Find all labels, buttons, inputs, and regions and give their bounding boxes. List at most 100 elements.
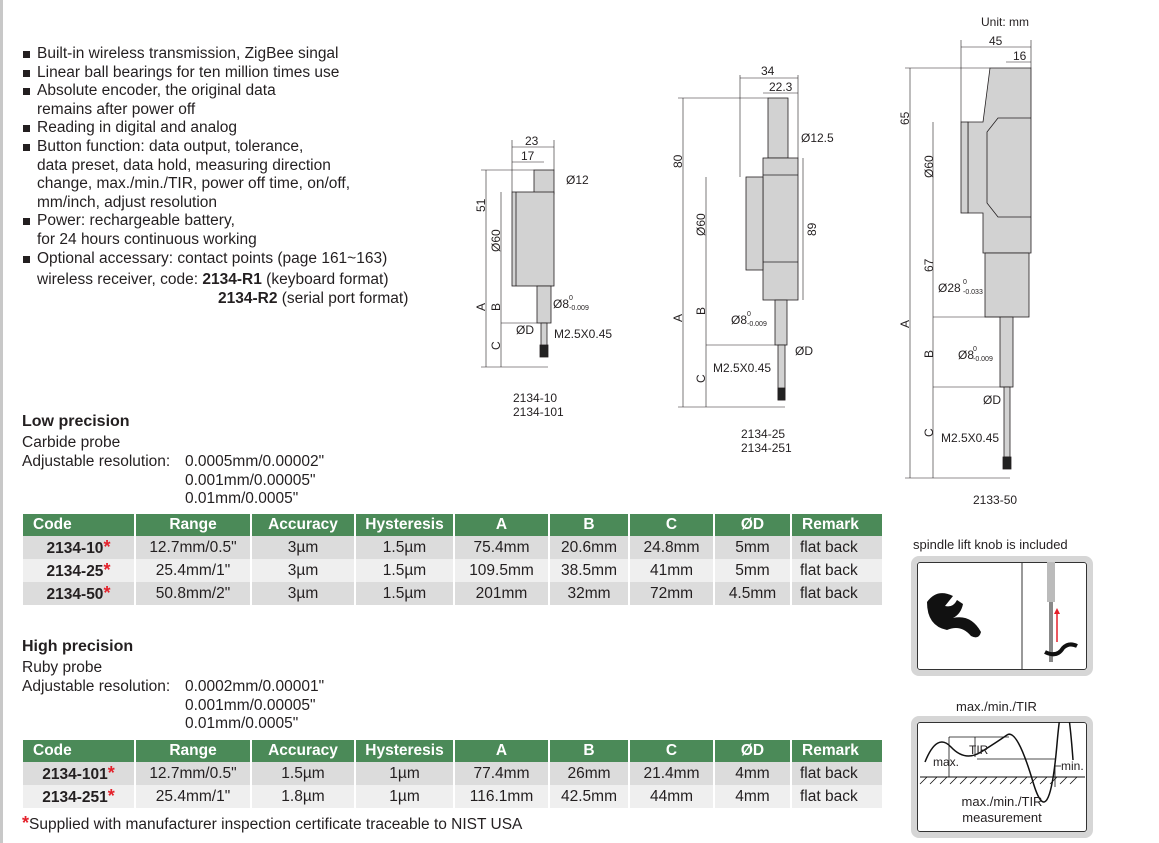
column-header: Accuracy [251,514,356,536]
table-cell: 72mm [629,582,715,605]
table-cell: 44mm [629,785,715,808]
d2-stem-dia: Ø12.5 [801,131,834,145]
res-value: 0.0002mm/0.00001" [185,678,325,695]
column-header: A [454,514,550,536]
unit-label: Unit: mm [981,15,1029,29]
d3-width: 45 [989,34,1003,48]
cell-code: 2134-25* [23,559,136,582]
feature-item: Reading in digital and analog [21,119,387,138]
table-cell: flat back [791,762,884,785]
table-cell: 21.4mm [629,762,715,785]
d3-spindle-dia: Ø8 [958,348,974,362]
feature-item: Power: rechargeable battery, [21,212,387,231]
table-cell: 77.4mm [454,762,550,785]
asterisk: * [103,537,111,557]
cell-code: 2134-251* [23,785,136,808]
wave [924,722,1074,803]
feature-item: Built-in wireless transmission, ZigBee s… [21,45,387,64]
table-cell: 1.5µm [355,536,455,559]
table-cell: 5mm [714,559,792,582]
feature-continuation: change, max./min./TIR, power off time, o… [37,175,351,193]
tir-diagram-box: max. TIR min. max./min./TIR measurement [911,716,1093,838]
code-text: 2134-50 [46,586,104,603]
table-cell: 25.4mm/1" [135,559,252,582]
tir-diagram: max. TIR min. max./min./TIR measurement [919,722,1085,825]
column-header: B [549,740,630,762]
asterisk: * [103,560,111,580]
d3-face-dia: Ø60 [922,155,936,178]
d1-model: 2134-10 [513,391,557,405]
code-text: 2134-25 [46,563,104,580]
d3-height: 65 [898,111,912,125]
d1-b: B [489,303,503,311]
res-value: 0.0005mm/0.00002" [185,453,325,470]
column-header: B [549,514,630,536]
d1-face-dia: Ø60 [489,229,503,252]
tol: 0 [569,295,573,302]
feature-continuation: data preset, data hold, measuring direct… [37,156,331,174]
d2-face-dia: Ø60 [694,213,708,236]
d1-spindle-dia: Ø8 [553,297,569,311]
receiver-label: wireless receiver, code: [37,271,203,288]
column-header: C [629,514,715,536]
dimension-drawings: 23 17 Ø12 51 Ø60 A B C Ø8 0 -0.009 ØD M2… [474,15,1032,507]
table-cell: 32mm [549,582,630,605]
d1-stem-dia: Ø12 [566,173,589,187]
feature-continuation: remains after power off [37,100,196,118]
table-cell: 1.5µm [355,582,455,605]
asterisk: * [107,763,115,783]
tol: 0 [963,279,967,286]
code-text: 2134-251 [42,789,108,806]
d2-a: A [671,314,685,322]
table-cell: 26mm [549,762,630,785]
footnote: *Supplied with manufacturer inspection c… [22,813,522,834]
d1-model: 2134-101 [513,405,564,419]
column-header: Range [135,514,252,536]
table-cell: 1µm [355,762,455,785]
receiver-format-2: (serial port format) [277,290,409,307]
table-cell: flat back [791,582,884,605]
high-precision-title: High precision [22,638,134,655]
res-value: 0.001mm/0.00005" [185,696,316,714]
table-cell: 1.5µm [355,559,455,582]
tol: 0 [973,346,977,353]
asterisk: * [103,583,111,603]
d1-spindle [536,285,552,324]
min-label: min. [1061,759,1084,773]
cell-code: 2134-101* [23,762,136,785]
receiver-code-1: 2134-R1 [202,271,262,288]
table-cell: flat back [791,559,884,582]
feature-item: Linear ball bearings for ten million tim… [21,64,387,83]
cell-code: 2134-10* [23,536,136,559]
d3-a: A [898,320,912,328]
table-cell: 4mm [714,785,792,808]
table-cell: 41mm [629,559,715,582]
receiver-format-1: (keyboard format) [261,271,389,288]
d3-od: ØD [983,393,1001,407]
feature-continuation: for 24 hours continuous working [37,230,257,248]
d3-height-2: 67 [922,258,936,272]
d2-width-2: 22.3 [769,80,793,94]
high-res-values: 0.0002mm/0.00001"0.001mm/0.00005"0.01mm/… [185,678,324,734]
column-header: Remark [791,514,884,536]
footnote-text: Supplied with manufacturer inspection ce… [29,816,523,833]
d2-height: 80 [671,154,685,168]
d1-od: ØD [516,323,534,337]
d1-c: C [489,341,503,350]
d2-height-2: 89 [805,222,819,236]
table-cell: flat back [791,536,884,559]
d3-b: B [922,350,936,358]
knob-icon [927,593,981,638]
spindle-photo [1047,562,1055,602]
tol: -0.009 [747,321,767,328]
column-header: Hysteresis [355,514,455,536]
table-cell: 38.5mm [549,559,630,582]
column-header: Code [23,514,136,536]
